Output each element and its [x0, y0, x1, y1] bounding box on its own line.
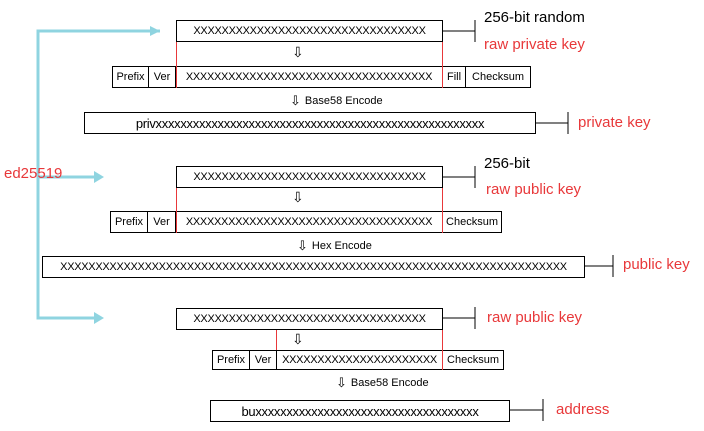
down-arrow-icon: ⇩ — [290, 93, 301, 108]
fill-cell: Fill — [442, 66, 466, 88]
label-address: address — [556, 401, 610, 418]
raw-private-key-box: XXXXXXXXXXXXXXXXXXXXXXXXXXXXXXXXX — [176, 20, 443, 42]
ver-cell: Ver — [148, 66, 176, 88]
label-256-bit: 256-bit — [484, 155, 530, 172]
ed25519-label: ed25519 — [4, 165, 63, 182]
checksum-cell: Checksum — [442, 350, 504, 370]
address-payload-cell: XXXXXXXXXXXXXXXXXXXXXX — [276, 350, 443, 370]
public-key-payload-cell: XXXXXXXXXXXXXXXXXXXXXXXXXXXXXXXXXXX — [175, 211, 443, 233]
label-raw-public-key: raw public key — [486, 181, 582, 198]
private-key-box: privxxxxxxxxxxxxxxxxxxxxxxxxxxxxxxxxxxxx… — [84, 112, 536, 134]
ver-cell: Ver — [249, 350, 277, 370]
down-arrow-icon: ⇩ — [292, 189, 304, 205]
down-arrow-icon: ⇩ — [297, 238, 308, 253]
red-guide-line — [442, 188, 443, 233]
raw-public-key-box-address: XXXXXXXXXXXXXXXXXXXXXXXXXXXXXXXXX — [176, 308, 443, 330]
ed25519-bracket — [36, 29, 160, 320]
base58-encode-step-address: ⇩ Base58 Encode — [336, 375, 429, 390]
address-box: buxxxxxxxxxxxxxxxxxxxxxxxxxxxxxxxxxxxx — [210, 400, 510, 422]
prefix-cell: Prefix — [112, 66, 149, 88]
label-public-key: public key — [623, 256, 690, 273]
label-private-key: private key — [578, 114, 651, 131]
checksum-cell: Checksum — [465, 66, 531, 88]
ver-cell: Ver — [147, 211, 176, 233]
arrow-to-raw-private-key — [150, 26, 160, 36]
arrow-to-raw-public-key-address — [94, 312, 104, 324]
red-guide-line — [176, 188, 177, 233]
prefix-cell: Prefix — [212, 350, 250, 370]
label-raw-public-key-address: raw public key — [487, 309, 583, 326]
down-arrow-icon: ⇩ — [336, 375, 347, 390]
checksum-cell: Checksum — [442, 211, 502, 233]
raw-public-key-box: XXXXXXXXXXXXXXXXXXXXXXXXXXXXXXXXX — [176, 166, 443, 188]
red-guide-line — [442, 42, 443, 88]
label-256-bit-random: 256-bit random — [484, 9, 585, 26]
prefix-cell: Prefix — [110, 211, 148, 233]
label-raw-private-key: raw private key — [484, 36, 585, 53]
red-guide-line — [276, 330, 277, 350]
red-guide-line — [442, 330, 443, 370]
down-arrow-icon: ⇩ — [292, 44, 304, 60]
private-key-payload-cell: XXXXXXXXXXXXXXXXXXXXXXXXXXXXXXXXXXX — [175, 66, 443, 88]
arrow-to-raw-public-key — [94, 171, 104, 183]
base58-encode-step: ⇩ Base58 Encode — [290, 93, 383, 108]
down-arrow-icon: ⇩ — [292, 331, 304, 347]
public-key-box: XXXXXXXXXXXXXXXXXXXXXXXXXXXXXXXXXXXXXXXX… — [42, 256, 585, 278]
red-guide-line — [176, 42, 177, 88]
hex-encode-step: ⇩ Hex Encode — [297, 238, 372, 253]
